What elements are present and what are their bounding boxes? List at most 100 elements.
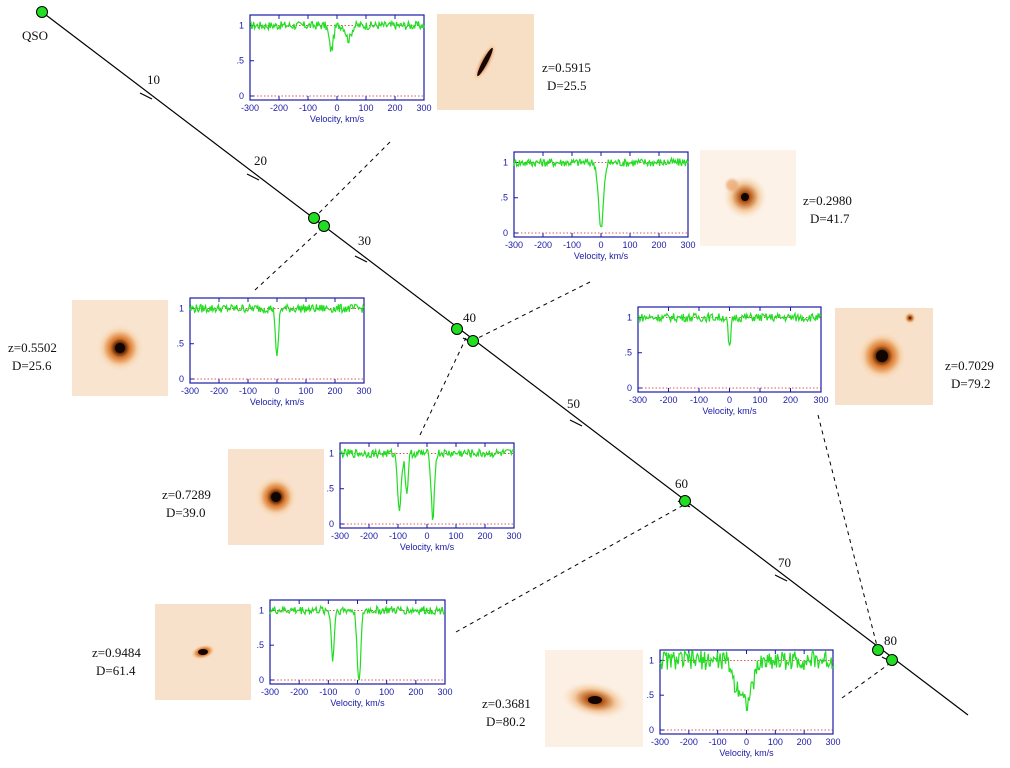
spectrum-trace [659, 649, 834, 712]
x-tick-label: -100 [709, 737, 727, 747]
x-tick-label: -100 [239, 386, 257, 396]
galaxy-image-a1 [437, 14, 534, 110]
x-tick-label: 100 [622, 240, 637, 250]
y-tick-label: 0 [239, 91, 244, 101]
tick-label-80: 80 [884, 633, 897, 648]
y-tick-label: 1 [627, 312, 632, 322]
distance-label: D=61.4 [96, 663, 136, 678]
x-axis-label: Velocity, km/s [719, 748, 774, 758]
spectrum-frame [637, 306, 822, 393]
redshift-label: z=0.5502 [8, 340, 57, 355]
x-tick-label: -300 [181, 386, 199, 396]
spectrum-trace [637, 311, 822, 346]
redshift-label: z=0.3681 [482, 696, 531, 711]
x-tick-label: 100 [379, 687, 394, 697]
spectrum-trace [189, 302, 365, 357]
absorber-markers [308, 212, 898, 666]
x-tick-label: 200 [387, 103, 402, 113]
spectrum-frame [249, 14, 425, 101]
y-tick-label: .5 [646, 690, 654, 700]
tick-label-10: 10 [147, 72, 160, 87]
x-tick-label: -100 [690, 395, 708, 405]
x-tick-label: 100 [298, 386, 313, 396]
distance-label: D=79.2 [951, 376, 990, 391]
qso-label: QSO [22, 28, 48, 43]
distance-label: D=39.0 [166, 505, 205, 520]
x-tick-label: 0 [334, 103, 339, 113]
y-tick-label: 1 [503, 157, 508, 167]
y-tick-label: .5 [256, 640, 264, 650]
x-axis-label: Velocity, km/s [250, 397, 305, 407]
absorber-marker [886, 654, 898, 666]
x-tick-label: 200 [651, 240, 666, 250]
absorber-marker [308, 212, 320, 224]
x-tick-label: 300 [813, 395, 828, 405]
x-tick-label: -300 [505, 240, 523, 250]
x-tick-label: 200 [477, 531, 492, 541]
tick-label-60: 60 [675, 476, 688, 491]
x-tick-label: 100 [448, 531, 463, 541]
x-tick-label: 200 [408, 687, 423, 697]
y-tick-label: 1 [239, 20, 244, 30]
x-tick-label: -100 [299, 103, 317, 113]
sightline [41, 11, 969, 716]
x-tick-label: -200 [680, 737, 698, 747]
redshift-label: z=0.7029 [945, 358, 994, 373]
absorber-marker [451, 323, 463, 335]
x-tick-label: 300 [506, 531, 521, 541]
x-tick-label: 0 [744, 737, 749, 747]
x-axis-label: Velocity, km/s [702, 406, 757, 416]
galaxy-image-a3 [72, 300, 168, 396]
x-tick-label: 200 [797, 737, 812, 747]
x-tick-label: 300 [825, 737, 840, 747]
galaxy-image-a6 [155, 604, 251, 700]
x-axis-label: Velocity, km/s [310, 114, 365, 124]
x-axis-label: Velocity, km/s [330, 698, 385, 708]
absorber-marker [872, 644, 884, 656]
distance-label: D=25.6 [12, 358, 52, 373]
absorber-marker [318, 220, 330, 232]
x-tick-label: 200 [783, 395, 798, 405]
distance-label: D=80.2 [486, 714, 525, 729]
galaxy-image-a5 [228, 449, 324, 545]
y-tick-label: .5 [236, 56, 244, 66]
spectrum-trace [339, 447, 515, 520]
y-tick-label: 0 [179, 374, 184, 384]
y-tick-label: .5 [624, 348, 632, 358]
y-tick-label: 1 [179, 303, 184, 313]
x-tick-label: -300 [261, 687, 279, 697]
tick-label-40: 40 [463, 310, 476, 325]
x-tick-label: 0 [598, 240, 603, 250]
x-tick-label: -300 [331, 531, 349, 541]
qso-marker [36, 6, 48, 18]
x-tick-label: -200 [659, 395, 677, 405]
y-tick-label: 0 [503, 228, 508, 238]
x-tick-label: -300 [629, 395, 647, 405]
x-tick-label: -100 [389, 531, 407, 541]
spectrum-trace [249, 19, 425, 52]
absorber-marker [679, 495, 691, 507]
x-tick-label: -200 [534, 240, 552, 250]
x-tick-label: -100 [563, 240, 581, 250]
x-tick-label: 0 [424, 531, 429, 541]
y-tick-label: 1 [329, 448, 334, 458]
y-tick-label: 0 [259, 675, 264, 685]
redshift-label: z=0.7289 [162, 487, 211, 502]
x-tick-label: -100 [319, 687, 337, 697]
x-axis-label: Velocity, km/s [574, 251, 629, 261]
connector-lines [254, 141, 890, 699]
y-tick-label: 0 [649, 725, 654, 735]
redshift-label: z=0.2980 [803, 193, 852, 208]
distance-label: D=41.7 [810, 211, 850, 226]
spectrum-trace [269, 604, 446, 681]
x-tick-label: -300 [651, 737, 669, 747]
y-tick-label: 0 [329, 519, 334, 529]
x-tick-label: 300 [437, 687, 452, 697]
y-tick-label: 1 [259, 605, 264, 615]
galaxy-image-a2 [700, 150, 796, 246]
